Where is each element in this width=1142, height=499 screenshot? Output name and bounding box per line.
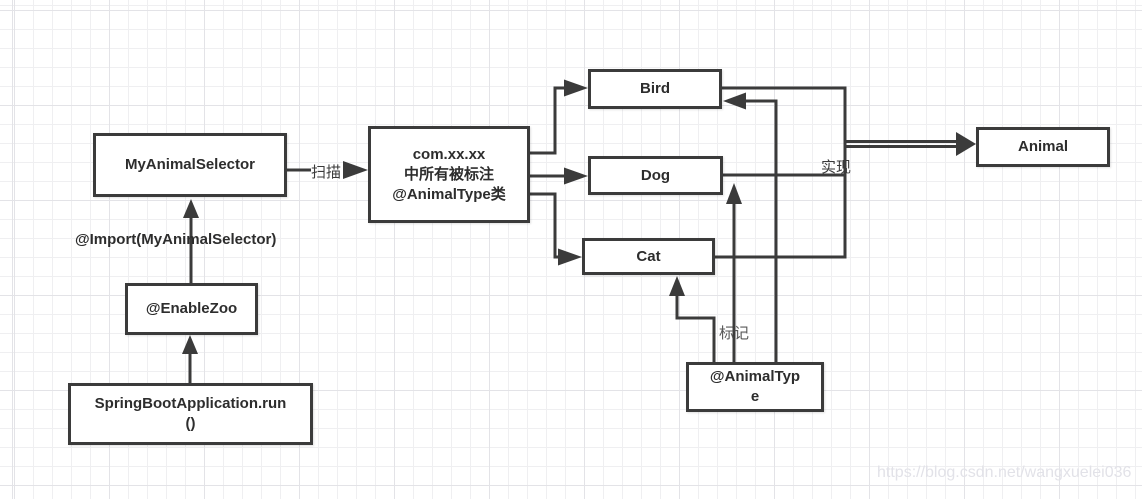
edge-implements-animal [845,132,976,156]
edge-label-scan: 扫描 [311,164,342,181]
edge-package-cat [530,192,582,266]
edge-annotation-dog [726,183,742,362]
node-animal: Animal [976,127,1110,167]
node-cat-label: Cat [636,247,661,265]
edge-implements-arrowhead [956,132,976,156]
edge-annotation-cat-line [675,294,716,362]
edge-label-mark: 标记 [719,325,750,342]
edge-package-dog [530,167,588,185]
node-spring-boot-run-line1: SpringBootApplication.run [94,395,287,412]
node-enable-zoo-label: @EnableZoo [145,300,238,317]
node-cat: Cat [582,238,715,275]
edge-scan [287,161,368,179]
edge-scan-arrowhead [343,161,368,179]
edge-package-bird-line [530,86,564,155]
edge-bird-cat-bus-line [715,86,847,259]
edge-boot [182,335,198,383]
node-bird-label: Bird [640,80,670,97]
csdn-watermark: https://blog.csdn.net/wangxuelei036 [877,464,1132,481]
node-dog: Dog [588,156,723,195]
node-com-package: com.xx.xx 中所有被标注 @AnimalType类 [368,126,530,223]
edge-annotation-bird [723,92,778,362]
edge-import [183,199,199,283]
node-animal-type-line2: e [750,388,760,405]
node-com-package-line3: @AnimalType类 [392,185,506,203]
node-spring-boot-run-line2: () [185,415,196,432]
node-bird: Bird [588,69,722,109]
edge-annotation-cat [669,276,716,362]
node-my-animal-selector-label: MyAnimalSelector [124,156,256,173]
edge-label-import: @Import(MyAnimalSelector) [75,231,277,248]
edge-annotation-bird-line [744,99,778,362]
edge-package-bird [530,79,588,155]
edge-package-cat-arrowhead [558,248,582,266]
edge-implements-bus [715,86,847,259]
edge-package-dog-arrowhead [564,167,588,185]
node-enable-zoo: @EnableZoo [125,283,258,335]
edge-annotation-bird-arrowhead [723,92,746,110]
node-dog-label: Dog [640,166,671,184]
edge-boot-arrowhead [182,335,198,354]
edge-package-cat-line [530,192,558,259]
node-com-package-line2: 中所有被标注 [403,165,494,183]
node-animal-label: Animal [1017,138,1068,155]
node-spring-boot-run: SpringBootApplication.run () [68,383,313,445]
edge-label-implements: 实现 [821,159,852,176]
node-com-package-line1: com.xx.xx [412,145,486,163]
edge-package-bird-arrowhead [564,79,588,97]
edge-annotation-dog-arrowhead [726,183,742,204]
node-animal-type-line1: @AnimalTyp [709,368,801,385]
edge-annotation-cat-arrowhead [669,276,685,296]
node-my-animal-selector: MyAnimalSelector [93,133,287,197]
edge-import-arrowhead [183,199,199,218]
node-animal-type-annotation: @AnimalTyp e [686,362,824,412]
